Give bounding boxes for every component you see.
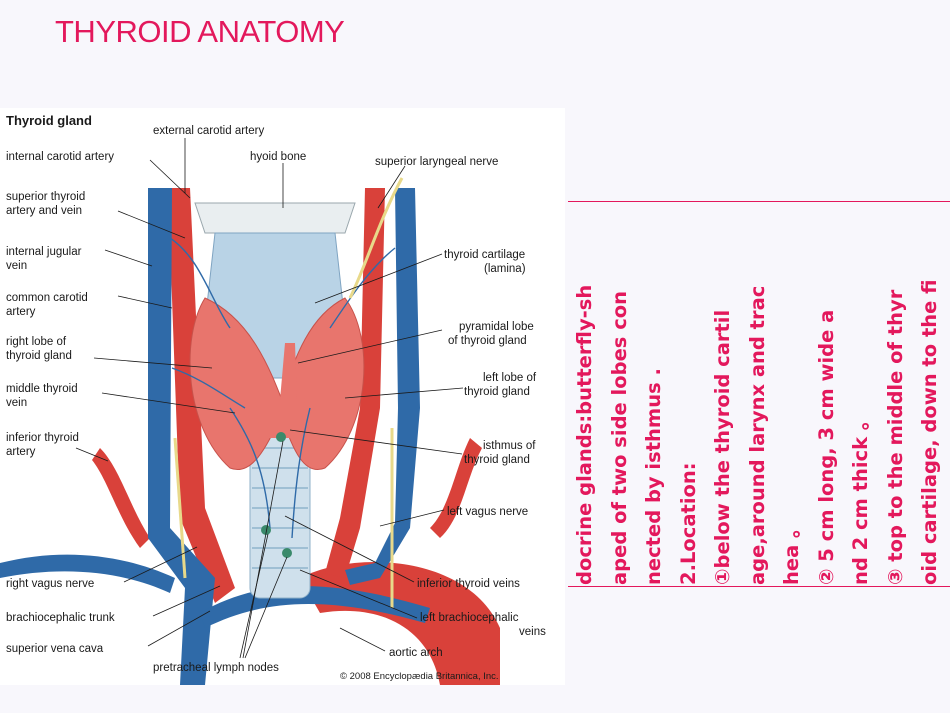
lymph-node [261,525,271,535]
label-internal-jugular-line1: internal jugular [6,246,82,258]
thyroid-anatomy-figure: Thyroid gland external carotid artery in… [0,108,565,685]
notes-line: nected by isthmus . [642,368,665,585]
label-superior-thyroid-line2: artery and vein [6,205,82,217]
gland-vessels [169,237,396,539]
right-carotid-shape [168,188,235,603]
notes-line: nd 2 cm thick 。 [849,410,872,585]
label-thyroid-cartilage-line1: thyroid cartilage [444,249,525,261]
label-superior-thyroid-line1: superior thyroid [6,191,85,203]
notes-line: ② 5 cm long, 3 cm wide a [814,309,838,585]
notes-line: oid cartilage, down to the fi [918,279,941,585]
label-pyramidal-lobe-line2: of thyroid gland [448,335,527,347]
rotated-notes-text: docrine glands:butterfly-sh aped of two … [568,203,950,585]
notes-bottom-rule [568,586,950,587]
label-inferior-thyroid-artery-line2: artery [6,446,36,458]
label-left-brachiocephalic-line1: left brachiocephalic [420,612,519,624]
lymph-node [282,548,292,558]
right-subclavian-vein-shape [0,554,175,593]
pyramidal-lobe-shape [280,343,297,400]
label-left-brachiocephalic-line2: veins [519,626,546,638]
notes-line: 2.Location: [676,462,700,585]
illustration-art [0,177,500,685]
label-left-vagus-nerve: left vagus nerve [447,506,528,518]
label-superior-vena-cava: superior vena cava [6,643,104,655]
label-middle-thyroid-line1: middle thyroid [6,383,78,395]
left-subclavian-shape [430,438,482,538]
notes-line: docrine glands:butterfly-sh [573,284,596,585]
label-middle-thyroid-line2: vein [6,397,27,409]
notes-top-rule [568,201,950,202]
label-right-lobe-line1: right lobe of [6,336,67,348]
label-hyoid-bone: hyoid bone [250,151,306,163]
leader-lines [75,138,464,659]
lymph-node [276,432,286,442]
figure-heading: Thyroid gland [6,113,92,128]
label-common-carotid-line2: artery [6,306,36,318]
label-right-lobe-line2: thyroid gland [6,350,72,362]
slide-title: THYROID ANATOMY [55,14,345,49]
left-carotid-shape [325,188,385,578]
label-right-vagus-nerve: right vagus nerve [6,578,94,590]
label-common-carotid-line1: common carotid [6,292,88,304]
copyright-notice: © 2008 Encyclopædia Britannica, Inc. [340,671,499,682]
label-pretracheal-lymph-nodes: pretracheal lymph nodes [153,662,279,674]
notes-line: aped of two side lobes con [607,290,631,585]
label-left-lobe-line2: thyroid gland [464,386,530,398]
notes-panel: docrine glands:butterfly-sh aped of two … [568,203,950,585]
label-thyroid-cartilage-line2: (lamina) [484,263,526,275]
isthmus-shape [255,398,305,438]
notes-line: age,around larynx and trac [745,285,769,585]
label-internal-jugular-line2: vein [6,260,27,272]
label-isthmus-line2: thyroid gland [464,454,530,466]
label-superior-laryngeal-nerve: superior laryngeal nerve [375,156,498,168]
notes-line: ①below the thyroid cartil [711,309,734,585]
notes-line: hea 。 [780,518,803,585]
right-jugular-shape [148,188,215,685]
anatomy-illustration: Thyroid gland external carotid artery in… [0,113,546,685]
notes-line: ③ top to the middle of thyr [883,289,907,585]
label-isthmus-line1: isthmus of [483,440,536,452]
right-subclavian-shape [92,448,150,548]
label-pyramidal-lobe-line1: pyramidal lobe [459,321,534,333]
label-aortic-arch: aortic arch [389,647,443,659]
label-internal-carotid-artery: internal carotid artery [6,151,114,163]
hyoid-bone-shape [194,202,356,234]
label-external-carotid-artery: external carotid artery [153,125,264,137]
label-inferior-thyroid-veins: inferior thyroid veins [417,578,520,590]
left-jugular-shape [345,188,420,585]
label-inferior-thyroid-artery-line1: inferior thyroid [6,432,79,444]
label-left-lobe-line1: left lobe of [483,372,537,384]
label-brachiocephalic-trunk: brachiocephalic trunk [6,612,115,624]
right-vagus-nerve [173,437,187,579]
